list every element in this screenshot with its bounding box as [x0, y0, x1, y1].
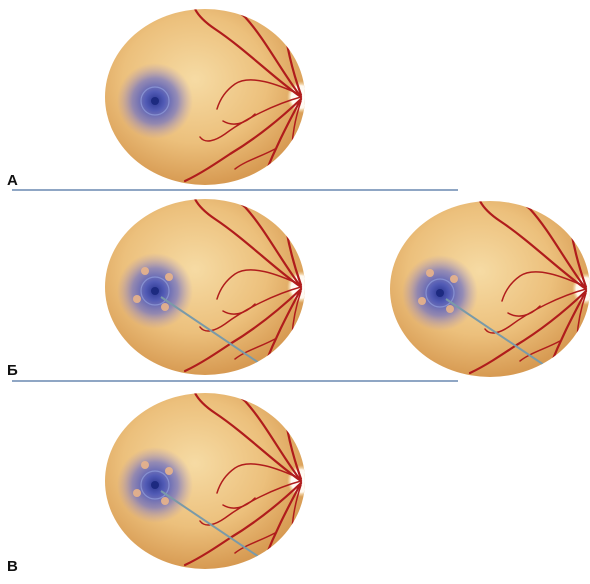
fovea	[436, 289, 444, 297]
fundi-layer	[105, 0, 590, 579]
laser-spot	[133, 489, 141, 497]
panel-label-c: В	[7, 558, 18, 575]
fovea	[151, 97, 159, 105]
laser-spot	[450, 275, 458, 283]
laser-spot	[418, 297, 426, 305]
laser-spot	[161, 303, 169, 311]
panel-label-b: Б	[7, 362, 18, 379]
fundus-c-1	[105, 383, 315, 579]
divider-a-b	[12, 189, 458, 191]
fundus-b-1	[105, 189, 315, 389]
laser-spot	[446, 305, 454, 313]
divider-b-c	[12, 380, 458, 382]
laser-spot	[141, 461, 149, 469]
laser-spot	[165, 273, 173, 281]
fovea	[151, 287, 159, 295]
laser-spot	[133, 295, 141, 303]
panel-label-a: А	[7, 172, 18, 189]
fundus-a-1	[105, 0, 315, 199]
laser-spot	[141, 267, 149, 275]
laser-spot	[426, 269, 434, 277]
laser-spot	[161, 497, 169, 505]
fundus-b-2	[390, 191, 590, 391]
fovea	[151, 481, 159, 489]
laser-spot	[165, 467, 173, 475]
